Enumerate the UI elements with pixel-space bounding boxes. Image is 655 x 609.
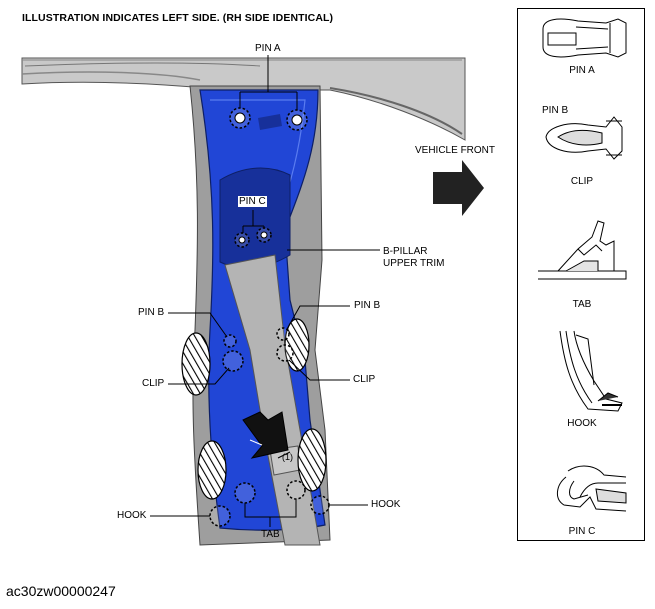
- step-marker: [277, 451, 291, 459]
- tab-label: TAB: [261, 529, 280, 540]
- legend-pin-c-label: PIN C: [568, 526, 596, 537]
- clip-left-ellipse: [181, 332, 211, 396]
- legend-tab-label: TAB: [572, 299, 592, 310]
- hook-left-label: HOOK: [117, 510, 147, 521]
- pin-b-marker: [276, 327, 290, 341]
- hook-icon: [559, 330, 623, 412]
- vehicle-front-arrow: [433, 160, 484, 216]
- leader-lines: [150, 55, 380, 527]
- step-label: (1): [282, 452, 293, 462]
- pin-c-label: PIN C: [238, 196, 267, 207]
- hook-right-label: HOOK: [371, 499, 401, 510]
- clip-ellipses: [181, 318, 327, 500]
- clip-marker: [222, 350, 244, 372]
- vehicle-front-label: VEHICLE FRONT: [415, 145, 496, 156]
- pin-a-icon: [542, 18, 627, 58]
- b-pillar-label: B-PILLAR UPPER TRIM: [383, 246, 445, 270]
- tab-icon: [538, 220, 627, 280]
- legend-pin-a-label: PIN A: [569, 65, 595, 76]
- pin-c-icon: [557, 465, 627, 512]
- legend-drawings: [538, 18, 627, 512]
- hook-marker: [310, 495, 330, 515]
- hook-right-ellipse: [297, 428, 327, 492]
- pin-b-left-label: PIN B: [138, 307, 165, 318]
- pin-b-right-label: PIN B: [354, 300, 381, 311]
- legend-hook-label: HOOK: [567, 418, 597, 429]
- b-pillar-label-line1: B-PILLAR: [383, 246, 428, 257]
- hook-marker: [209, 505, 231, 527]
- clip-left-label: CLIP: [142, 378, 165, 389]
- legend-clip-label: CLIP: [570, 176, 594, 187]
- pin-b-marker: [223, 334, 237, 348]
- pin-a-label: PIN A: [255, 43, 281, 54]
- hook-left-ellipse: [197, 440, 227, 500]
- legend-pin-b-label: PIN B: [542, 105, 569, 116]
- removal-arrow: [242, 411, 289, 459]
- illustration-title: ILLUSTRATION INDICATES LEFT SIDE. (RH SI…: [22, 12, 334, 24]
- clip-marker: [276, 344, 294, 362]
- pin-b-clip-icon: [545, 116, 623, 160]
- tab-marker: [286, 480, 306, 500]
- fastener-legend: PIN A PIN B CLIP TAB HOOK PIN C: [517, 8, 645, 541]
- figure-code: ac30zw00000247: [6, 583, 116, 599]
- b-pillar-label-line2: UPPER TRIM: [383, 258, 445, 269]
- tab-marker: [234, 482, 256, 504]
- seat-belt: [224, 254, 321, 546]
- clip-right-label: CLIP: [353, 374, 376, 385]
